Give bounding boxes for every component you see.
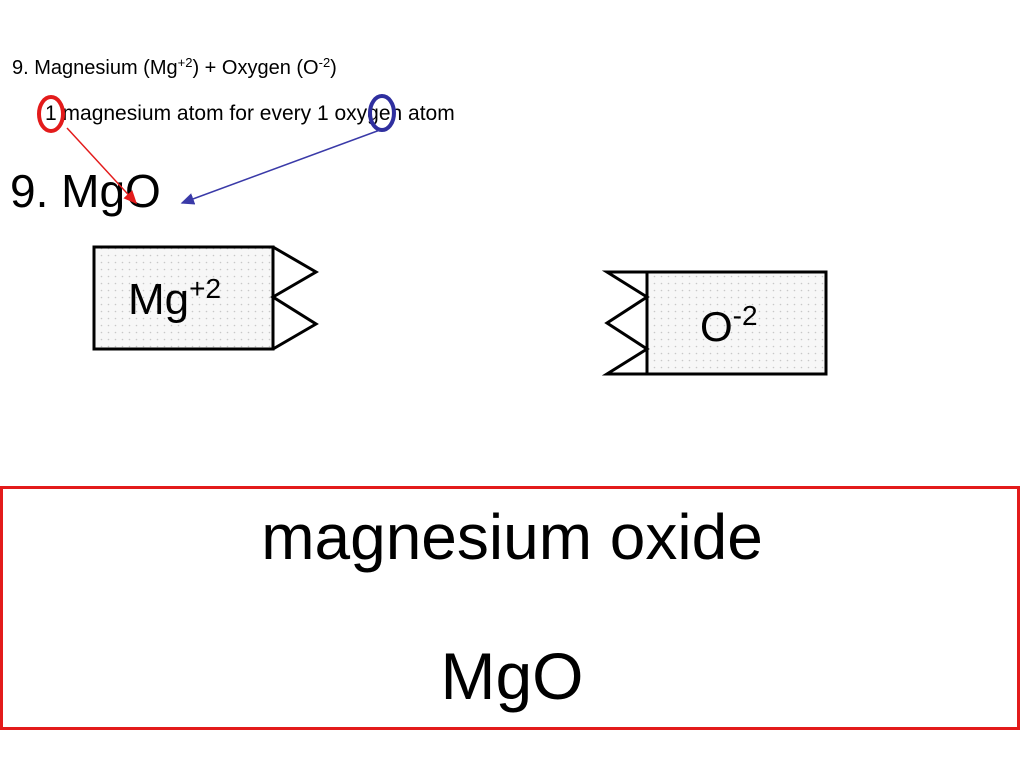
mg-ratio-text: magnesium atom for every bbox=[56, 102, 317, 125]
magnesium-label: 9. Magnesium (Mg bbox=[12, 57, 178, 79]
result-box bbox=[0, 486, 1020, 730]
ratio-sentence: 1 magnesium atom for every 1 oxygen atom bbox=[45, 102, 455, 126]
mg-ion-piece bbox=[92, 245, 319, 351]
mg-ion-charge: +2 bbox=[189, 273, 222, 304]
magnesium-charge: +2 bbox=[177, 55, 193, 70]
o-ion-charge: -2 bbox=[732, 300, 758, 331]
o-count-arrow bbox=[180, 129, 381, 205]
mg-count: 1 bbox=[45, 102, 57, 125]
o-ion-piece bbox=[601, 270, 828, 376]
oxygen-label: ) + Oxygen (O bbox=[192, 57, 319, 79]
o-ion-label: O-2 bbox=[700, 300, 758, 351]
problem-header: 9. Magnesium (Mg+2) + Oxygen (O-2) bbox=[12, 55, 337, 80]
o-count: 1 bbox=[316, 102, 329, 125]
o-count-circle bbox=[368, 94, 396, 132]
compound-formula: MgO bbox=[440, 639, 584, 713]
compound-name: magnesium oxide bbox=[261, 501, 763, 573]
mg-ion-label: Mg+2 bbox=[128, 273, 221, 325]
mg-symbol: Mg bbox=[128, 275, 190, 324]
mg-count-arrow bbox=[66, 127, 138, 205]
oxygen-charge: -2 bbox=[318, 55, 331, 70]
header-close: ) bbox=[330, 57, 337, 79]
mg-count-circle bbox=[37, 95, 65, 133]
o-symbol: O bbox=[700, 303, 733, 350]
